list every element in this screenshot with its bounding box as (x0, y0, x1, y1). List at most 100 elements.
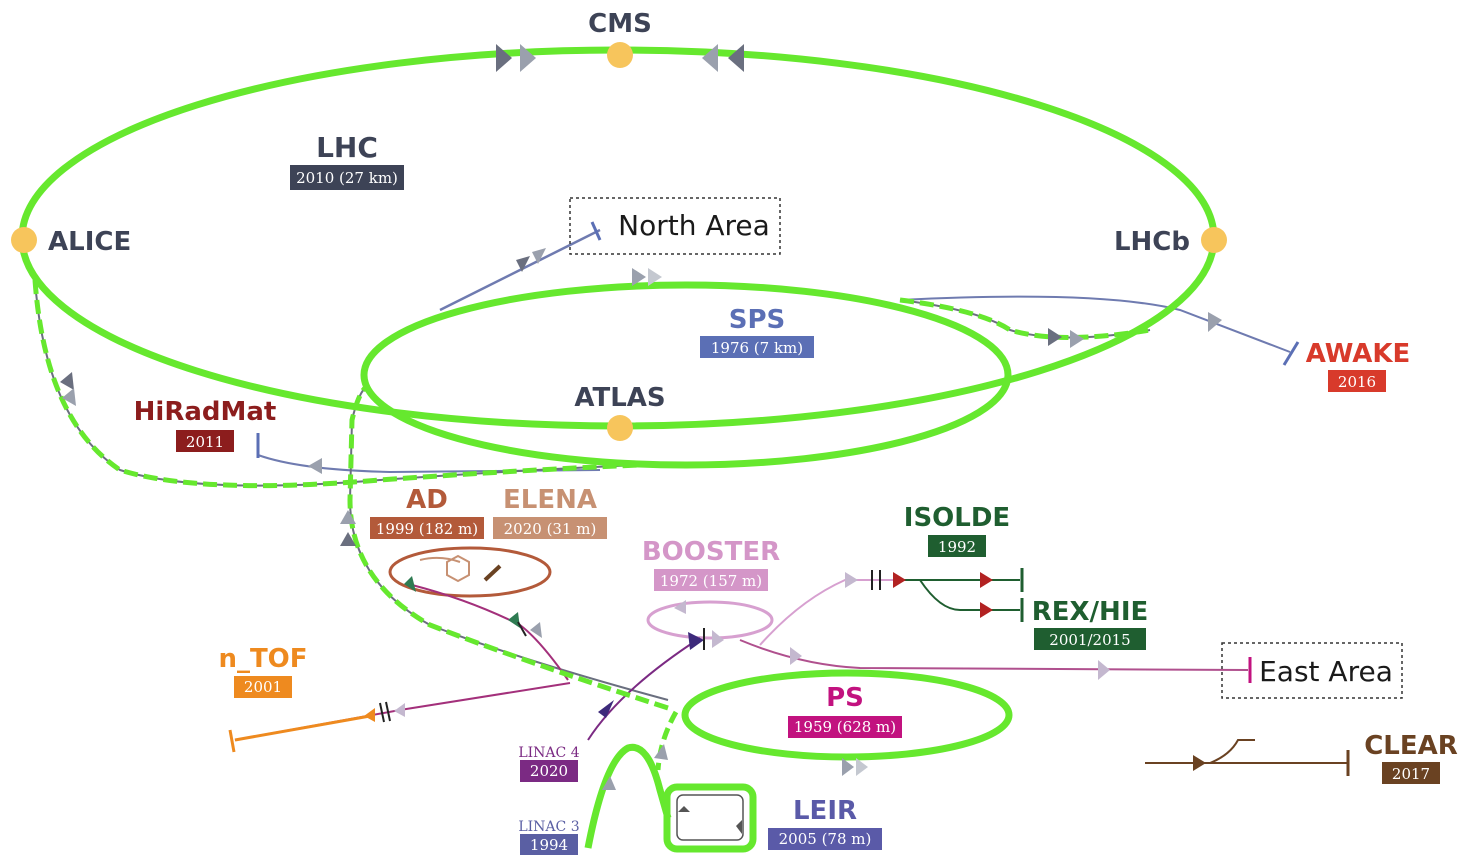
elena-year: 2020 (31 m) (504, 520, 597, 538)
linac3-highlight (584, 743, 672, 849)
ti8-arrow-2 (1070, 330, 1084, 348)
ps-sps-arrow-2 (340, 532, 356, 546)
lhc-arrow-4 (728, 44, 744, 72)
north-arrow-2 (532, 248, 546, 264)
linac4-year: 2020 (530, 762, 568, 780)
ti2-arrow-1 (60, 372, 74, 390)
ntof-year-badge (234, 676, 292, 698)
isolde-arrow-4 (845, 572, 858, 588)
awake-label: AWAKE (1306, 339, 1411, 369)
alice-dot (11, 227, 37, 253)
isolde-arrow-3 (980, 602, 993, 618)
rexhie-year-badge (1034, 628, 1146, 650)
booster-year-badge (654, 569, 768, 591)
rexhie-label: REX/HIE (1032, 597, 1149, 627)
lhcb-dot (1201, 227, 1227, 253)
ti2-arrow-2 (62, 388, 76, 406)
ntof-stop (228, 729, 236, 753)
lhc-arrow-3 (702, 44, 718, 72)
ps-year-badge (788, 716, 902, 738)
awake-stop (1282, 341, 1300, 366)
booster-arrow-1 (712, 630, 724, 648)
east-area-arrow (1098, 660, 1110, 680)
lhc-arrow-2 (520, 44, 536, 72)
ti8-highlight (899, 297, 1151, 340)
isolde-label: ISOLDE (904, 503, 1010, 533)
leir-arrow-1 (678, 806, 690, 812)
ps-sps-arrow-1 (340, 510, 356, 524)
ntof-arrow-2 (394, 703, 405, 717)
rexhie-branch (919, 579, 1020, 611)
leir-ps-highlight (655, 710, 679, 771)
ad-year: 1999 (182 m) (376, 520, 478, 538)
ad-ring (388, 546, 552, 598)
linac3-label: LINAC 3 (518, 819, 579, 835)
ntof-tick-1 (379, 702, 385, 723)
leir-ps-arrow (654, 744, 668, 760)
sps-label: SPS (729, 305, 786, 335)
lhc-year-badge (290, 165, 404, 190)
linac3-arrow (602, 776, 616, 790)
elena-year-badge (493, 517, 607, 539)
booster-arrow-2 (674, 600, 686, 614)
cms-label: CMS (588, 9, 652, 39)
ad-arrow-2 (530, 622, 542, 638)
ad-ring-arrow (404, 576, 416, 592)
ti2-highlight (32, 279, 641, 489)
north-area-beamline (439, 228, 601, 312)
ad-label: AD (406, 485, 448, 515)
leir-label: LEIR (793, 796, 857, 826)
lhcb-label: LHCb (1114, 227, 1190, 257)
sps-arrow-2 (648, 268, 662, 286)
linac4-line (587, 637, 701, 741)
linac4-year-badge (520, 760, 578, 782)
isolde-year: 1992 (938, 538, 976, 556)
sps-year: 1976 (7 km) (711, 339, 803, 357)
ps-arrow-2 (856, 758, 868, 776)
ad-year-badge (370, 517, 484, 539)
clear-year-badge (1382, 762, 1440, 784)
clear-branch (1209, 739, 1255, 764)
north-arrow-1 (516, 256, 530, 272)
east-area-box (1221, 642, 1403, 699)
leir-year: 2005 (78 m) (779, 830, 872, 848)
ntof-year: 2001 (244, 678, 282, 696)
north-area-label: North Area (618, 209, 770, 242)
east-area-line (739, 639, 1249, 671)
awake-beamline (899, 295, 1291, 353)
clear-year: 2017 (1392, 765, 1430, 783)
lhc-year: 2010 (27 km) (296, 169, 398, 187)
ps-year: 1959 (628 m) (794, 718, 896, 736)
lhc-label: LHC (316, 131, 378, 164)
clear-arrow (1193, 755, 1206, 771)
elena-hexagon (446, 554, 470, 583)
booster-year: 1972 (157 m) (660, 572, 762, 590)
linac4-arrow-2 (688, 632, 704, 650)
elena-label: ELENA (503, 485, 597, 515)
sps-arrow-1 (632, 268, 646, 286)
leir-arrow-2 (736, 820, 742, 834)
isolde-arrow-1 (893, 572, 906, 588)
ad-arrow-1 (508, 612, 520, 628)
linac3-year-badge (520, 834, 578, 855)
ad-exit-line (419, 556, 461, 563)
linac4-label: LINAC 4 (518, 745, 579, 761)
sps-year-badge (700, 336, 814, 358)
atlas-dot (607, 415, 633, 441)
linac4-arrow-1 (598, 700, 614, 718)
awake-year-badge (1328, 370, 1386, 392)
hiradmat-year: 2011 (186, 433, 224, 451)
ti8-arrow-1 (1048, 328, 1062, 346)
isolde-year-badge (928, 535, 986, 557)
sps-ring (360, 281, 1012, 469)
hiradmat-label: HiRadMat (134, 397, 277, 427)
ntof-label: n_TOF (218, 644, 307, 674)
leir-year-badge (768, 828, 882, 850)
ntof-tick-2 (385, 701, 391, 722)
ps-sps-highlight (347, 386, 669, 711)
linac3-year: 1994 (530, 836, 568, 854)
isolde-arrow-2 (980, 572, 993, 588)
ps-label: PS (826, 683, 864, 713)
